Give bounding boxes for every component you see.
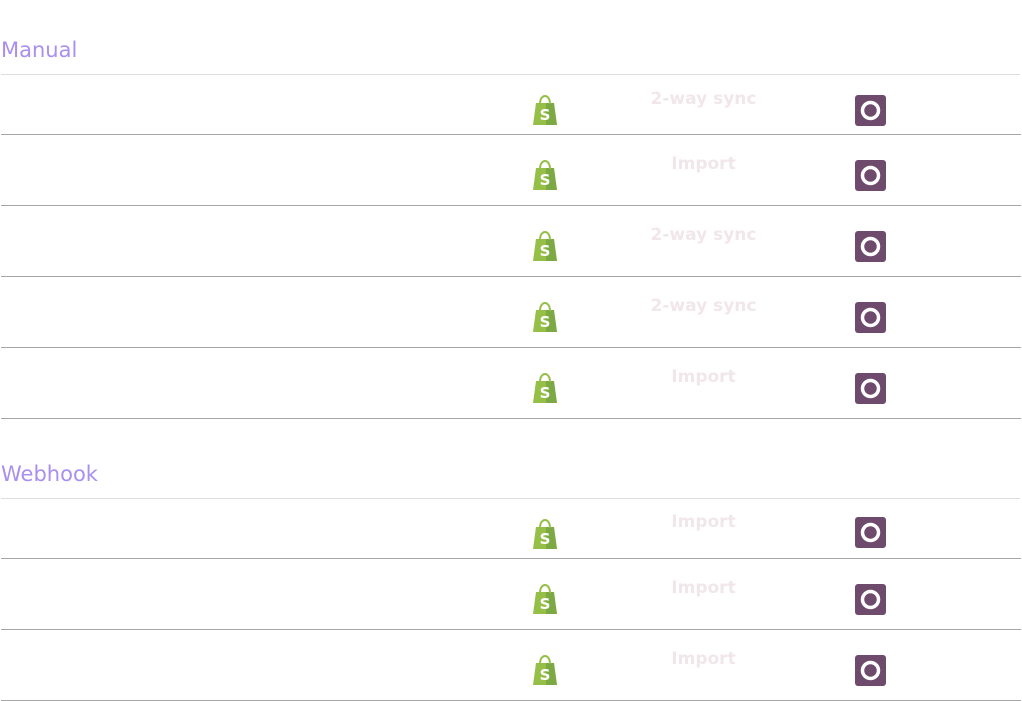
shopify-icon: S	[533, 94, 557, 125]
target-app-icon	[855, 584, 886, 615]
svg-text:S: S	[540, 106, 551, 124]
integration-row[interactable]: S Import	[1, 559, 1021, 630]
shopify-icon: S	[533, 518, 557, 549]
integration-row[interactable]: S 2-way sync	[1, 206, 1021, 277]
sync-mode-label: Import	[671, 154, 736, 174]
sync-mode-label: 2-way sync	[650, 225, 757, 245]
sync-mode-label: 2-way sync	[650, 296, 757, 316]
svg-text:S: S	[540, 530, 551, 548]
section-title-manual: Manual	[1, 38, 78, 62]
shopify-icon: S	[533, 301, 557, 332]
shopify-icon: S	[533, 654, 557, 685]
svg-text:S: S	[540, 384, 551, 402]
integration-row[interactable]: S Import	[1, 135, 1021, 206]
sync-mode-label: 2-way sync	[650, 89, 757, 109]
shopify-icon: S	[533, 372, 557, 403]
target-app-icon	[855, 655, 886, 686]
section-title-webhook: Webhook	[1, 462, 98, 486]
sync-mode-label: Import	[671, 512, 736, 532]
sync-mode-label: Import	[671, 367, 736, 387]
target-app-icon	[855, 160, 886, 191]
integration-row[interactable]: S Import	[1, 348, 1021, 419]
sync-mode-label: Import	[671, 649, 736, 669]
section-divider	[1, 74, 1020, 75]
integration-row[interactable]: S Import	[1, 499, 1021, 559]
shopify-icon: S	[533, 583, 557, 614]
svg-text:S: S	[540, 666, 551, 684]
target-app-icon	[855, 231, 886, 262]
svg-text:S: S	[540, 313, 551, 331]
svg-text:S: S	[540, 171, 551, 189]
target-app-icon	[855, 517, 886, 548]
section-divider	[1, 498, 1020, 499]
integration-row[interactable]: S 2-way sync	[1, 75, 1021, 135]
target-app-icon	[855, 302, 886, 333]
shopify-icon: S	[533, 159, 557, 190]
shopify-icon: S	[533, 230, 557, 261]
svg-text:S: S	[540, 595, 551, 613]
integration-row[interactable]: S 2-way sync	[1, 277, 1021, 348]
integration-row[interactable]: S Import	[1, 630, 1021, 701]
target-app-icon	[855, 95, 886, 126]
sync-mode-label: Import	[671, 578, 736, 598]
target-app-icon	[855, 373, 886, 404]
svg-text:S: S	[540, 242, 551, 260]
